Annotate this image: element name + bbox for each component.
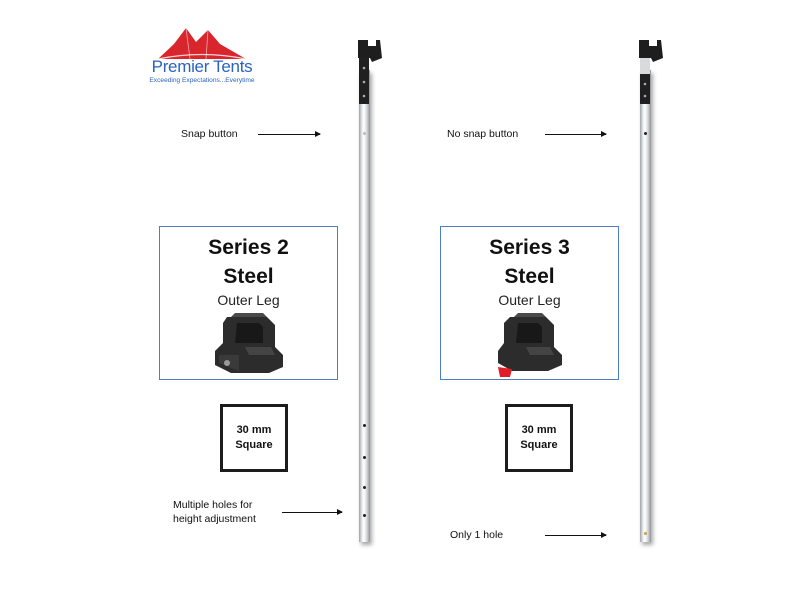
logo-tagline: Exceeding Expectations...Everytime <box>149 77 255 84</box>
no-snap-button-arrow <box>545 131 607 137</box>
series-2-material: Steel <box>223 265 274 288</box>
adjust-hole <box>363 486 366 489</box>
outer-leg-pole-left <box>359 70 370 542</box>
outer-leg-foot-icon <box>214 313 283 373</box>
adjust-hole <box>363 456 366 459</box>
holes-arrow-right <box>545 532 607 538</box>
adjust-hole <box>363 514 366 517</box>
size-right-dimension: 30 mm <box>521 424 557 436</box>
size-right-shape: Square <box>520 439 558 451</box>
snap-button-label: Snap button <box>181 128 238 140</box>
no-snap-button-label: No snap button <box>447 128 519 140</box>
outer-leg-pole-right <box>640 70 651 542</box>
size-box-right: 30 mm Square <box>505 404 573 472</box>
series-2-title: Series 2 Steel <box>160 233 337 291</box>
holes-label-left-line1: Multiple holes for <box>173 499 253 511</box>
size-left-shape: Square <box>235 439 273 451</box>
pole-top-bracket-left <box>358 40 382 104</box>
tent-icon <box>157 27 247 60</box>
adjust-hole <box>363 424 366 427</box>
pole-hole <box>644 132 647 135</box>
single-hole <box>644 532 647 535</box>
outer-leg-foot-icon <box>497 313 562 377</box>
size-box-left: 30 mm Square <box>220 404 288 472</box>
snap-button-hole <box>363 132 366 135</box>
series-2-name: Series 2 <box>208 236 289 259</box>
holes-arrow-left <box>282 509 343 515</box>
series-2-card: Series 2 Steel Outer Leg <box>159 226 338 380</box>
series-3-card: Series 3 Steel Outer Leg <box>440 226 619 380</box>
holes-label-left: Multiple holes for height adjustment <box>173 498 256 526</box>
pole-top-bracket-right <box>639 40 663 104</box>
series-2-part: Outer Leg <box>217 292 280 308</box>
series-3-part: Outer Leg <box>498 292 561 308</box>
pull-tab-icon <box>497 367 512 377</box>
holes-label-left-line2: height adjustment <box>173 513 256 525</box>
premier-tents-logo: Premier Tents Exceeding Expectations...E… <box>144 26 260 86</box>
size-left-dimension: 30 mm <box>236 424 272 436</box>
logo-name: Premier Tents <box>151 57 253 76</box>
series-3-name: Series 3 <box>489 236 570 259</box>
snap-button-arrow <box>258 131 321 137</box>
series-3-title: Series 3 Steel <box>441 233 618 291</box>
holes-label-right: Only 1 hole <box>450 529 504 541</box>
series-3-material: Steel <box>504 265 555 288</box>
